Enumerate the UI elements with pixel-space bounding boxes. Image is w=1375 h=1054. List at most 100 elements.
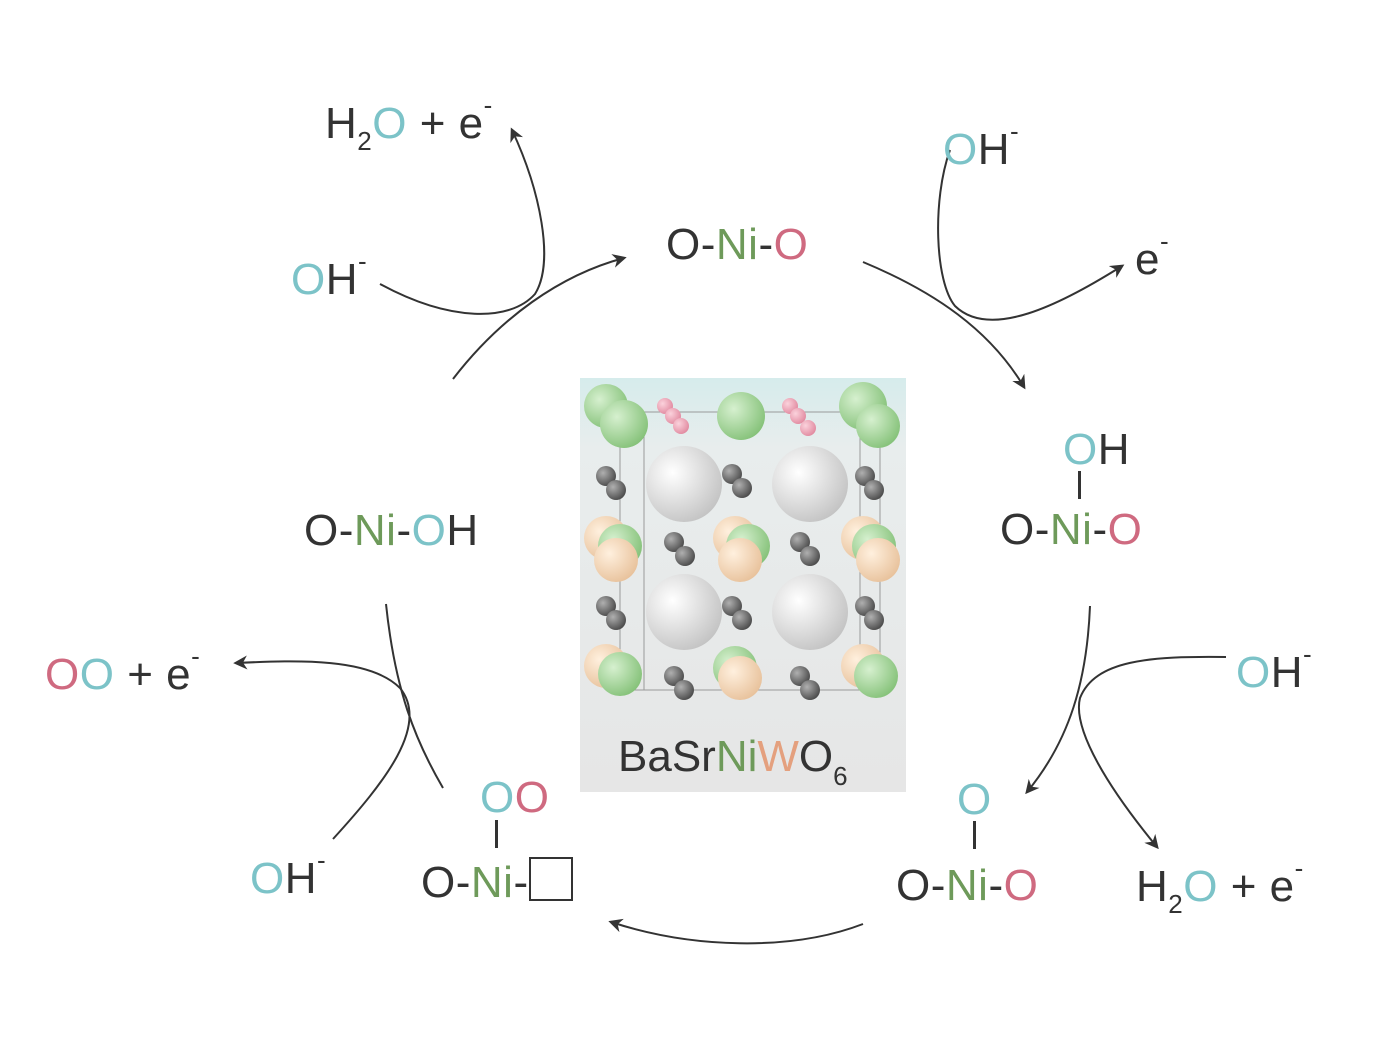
intermediate-right-top-o-ni-o: O-Ni-O bbox=[1000, 508, 1142, 552]
atom-dark bbox=[606, 610, 626, 630]
superscript: - bbox=[1303, 639, 1313, 669]
intermediate-bottom-left-oo: OO bbox=[480, 776, 549, 820]
atom-ni: Ni bbox=[715, 220, 759, 269]
formula-sr: Sr bbox=[671, 732, 716, 781]
cycle-arrow-top-to-right bbox=[862, 261, 1026, 390]
atom-peach bbox=[718, 538, 762, 582]
atom-dark bbox=[732, 478, 752, 498]
atom-o: O bbox=[421, 858, 456, 907]
atom-o-cyan: O bbox=[372, 99, 407, 148]
atom-o: O bbox=[666, 220, 701, 269]
bond-dash: - bbox=[338, 506, 354, 555]
species-oh-top-right: OH- bbox=[943, 118, 1019, 172]
atom-ni: Ni bbox=[1049, 505, 1093, 554]
atom-dark bbox=[596, 466, 616, 486]
side-arrow-oh-to-h2o-topleft bbox=[379, 127, 546, 315]
atom-o-pink: O bbox=[45, 650, 80, 699]
atom-h: H bbox=[284, 854, 318, 903]
atom-dark bbox=[790, 666, 810, 686]
atom-ni: Ni bbox=[353, 506, 397, 555]
formula-ba: Ba bbox=[618, 732, 672, 781]
bond-dash: - bbox=[1034, 505, 1050, 554]
species-h2o-e-right: H2O + e- bbox=[1136, 855, 1304, 917]
species-oh-top-left: OH- bbox=[291, 248, 367, 302]
atom-h: H bbox=[1270, 648, 1304, 697]
electron: e bbox=[1135, 235, 1160, 284]
cycle-arrow-bottom-left-up bbox=[385, 603, 444, 789]
atom-o-cyan: O bbox=[411, 506, 447, 555]
atoms bbox=[584, 382, 900, 700]
bond-dash: - bbox=[455, 858, 471, 907]
side-arrow-oh-to-oo-left bbox=[233, 655, 411, 840]
atom-o-cyan: O bbox=[480, 773, 515, 822]
atom-dark bbox=[800, 546, 820, 566]
plus-electron: + e bbox=[127, 650, 192, 699]
atom-o-pink: O bbox=[1003, 861, 1039, 910]
vertical-bond bbox=[495, 820, 498, 848]
atom-white bbox=[646, 574, 722, 650]
plus-electron: + e bbox=[1230, 862, 1295, 911]
atom-dark bbox=[732, 610, 752, 630]
formula-o: O bbox=[798, 732, 834, 781]
atom-peach bbox=[718, 656, 762, 700]
atom-dark bbox=[674, 680, 694, 700]
superscript: - bbox=[191, 641, 201, 671]
atom-h: H bbox=[325, 99, 358, 148]
superscript: - bbox=[317, 845, 327, 875]
atom-o-cyan: O bbox=[250, 854, 285, 903]
formula-o-subscript: 6 bbox=[833, 761, 848, 791]
species-oh-bottom-left: OH- bbox=[250, 847, 326, 901]
atom-dark bbox=[722, 596, 742, 616]
atom-peach bbox=[594, 538, 638, 582]
atom-dark bbox=[790, 532, 810, 552]
atom-dark bbox=[800, 680, 820, 700]
atom-o: O bbox=[304, 506, 339, 555]
vertical-bond bbox=[1078, 471, 1081, 499]
atom-ni: Ni bbox=[945, 861, 989, 910]
intermediate-bottom-left-o-ni-vacancy: O-Ni- bbox=[421, 857, 573, 905]
atom-green bbox=[598, 652, 642, 696]
crystal-structure-panel: BaSrNiWO6 bbox=[580, 378, 906, 792]
atom-dark bbox=[864, 610, 884, 630]
bond-dash: - bbox=[513, 858, 529, 907]
atom-dark bbox=[596, 596, 616, 616]
atom-white bbox=[646, 446, 722, 522]
atom-dark bbox=[606, 480, 626, 500]
side-arrow-oh-to-e-topright bbox=[937, 149, 1125, 321]
atom-ni: Ni bbox=[470, 858, 514, 907]
atom-h: H bbox=[1097, 425, 1131, 474]
cycle-arrow-bottom bbox=[608, 918, 864, 945]
side-arrow-oh-to-h2o-right bbox=[1077, 655, 1227, 850]
atom-dark bbox=[675, 546, 695, 566]
atom-o-cyan: O bbox=[1183, 862, 1218, 911]
bond-dash: - bbox=[1092, 505, 1108, 554]
atom-o-cyan: O bbox=[943, 125, 978, 174]
atom-green bbox=[856, 404, 900, 448]
atom-o-cyan: O bbox=[957, 775, 992, 824]
formula-w: W bbox=[757, 732, 799, 781]
species-oh-right: OH- bbox=[1236, 641, 1312, 695]
atom-o-pink: O bbox=[773, 220, 809, 269]
intermediate-top-o-ni-o: O-Ni-O bbox=[666, 223, 808, 267]
atom-o-cyan: O bbox=[79, 650, 115, 699]
atom-pink bbox=[800, 420, 816, 436]
bond-dash: - bbox=[930, 861, 946, 910]
species-h2o-e-top-left: H2O + e- bbox=[325, 92, 493, 154]
atom-h: H bbox=[1136, 862, 1169, 911]
atom-dark bbox=[664, 666, 684, 686]
plus-electron: + e bbox=[419, 99, 484, 148]
atom-dark bbox=[664, 532, 684, 552]
atom-dark bbox=[722, 464, 742, 484]
intermediate-right-bottom-o-ni-o: O-Ni-O bbox=[896, 864, 1038, 908]
species-e-top-right: e- bbox=[1135, 228, 1169, 282]
bond-dash: - bbox=[700, 220, 716, 269]
atom-o-cyan: O bbox=[1236, 648, 1271, 697]
atom-o-pink: O bbox=[1107, 505, 1143, 554]
intermediate-right-top-oh: OH bbox=[1063, 428, 1130, 472]
superscript: - bbox=[1294, 853, 1304, 883]
atom-white bbox=[772, 574, 848, 650]
vacancy-square-icon bbox=[528, 857, 573, 901]
atom-pink bbox=[673, 418, 689, 434]
atom-dark bbox=[864, 480, 884, 500]
